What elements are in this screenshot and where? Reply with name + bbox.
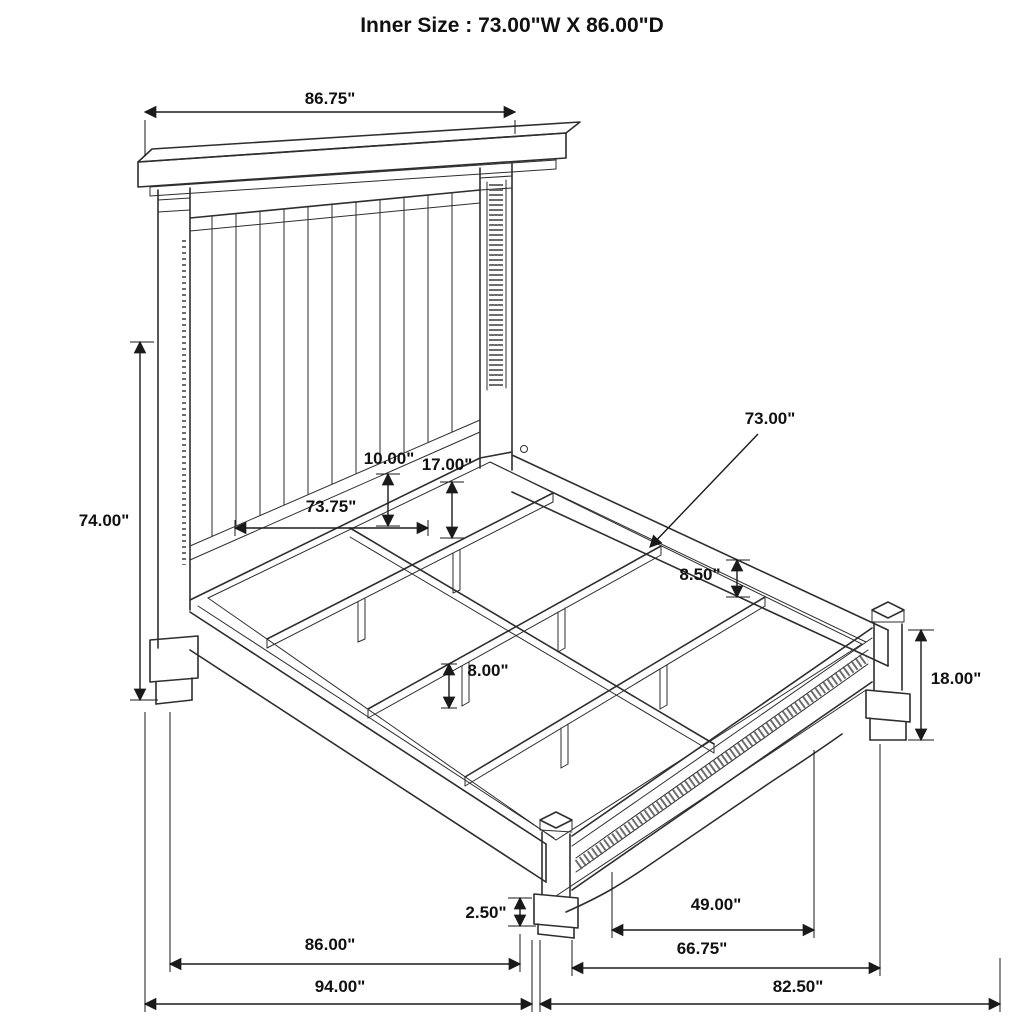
bead-band-icon <box>574 652 870 870</box>
side-rail-right <box>489 454 889 667</box>
dimension-overall-width: 82.50" <box>538 940 1002 1012</box>
page-title: Inner Size : 73.00"W X 86.00"D <box>360 14 664 37</box>
hardware-hole-icon <box>520 445 528 453</box>
dimension-label: 86.75" <box>305 89 356 108</box>
dimension-slat-leg-height: 8.00" <box>441 661 509 710</box>
dimension-label: 2.50" <box>465 903 506 922</box>
slat-system <box>266 492 766 787</box>
headboard <box>137 121 581 705</box>
dimension-panel-bottom-rail: 10.00" <box>364 449 415 528</box>
dimension-label: 49.00" <box>691 895 742 914</box>
dimension-label: 94.00" <box>315 977 366 996</box>
dimension-label: 17.00" <box>422 455 473 474</box>
dimension-headboard-base-rail: 17.00" <box>422 455 473 540</box>
dimension-label: 82.50" <box>773 977 824 996</box>
slat <box>464 596 766 787</box>
dimension-frame-depth: 86.00" <box>168 712 522 972</box>
dimension-headboard-width: 86.75" <box>143 89 517 156</box>
footboard-right-post <box>865 601 911 741</box>
dimension-label: 8.00" <box>467 661 508 680</box>
slat <box>367 545 662 719</box>
footboard-scallop <box>565 733 843 913</box>
headboard-crown <box>137 121 581 197</box>
dimension-label: 86.00" <box>305 935 356 954</box>
dimension-label: 74.00" <box>79 511 130 530</box>
dimension-label: 10.00" <box>364 449 415 468</box>
dimension-footboard-height: 18.00" <box>908 628 982 742</box>
bead-strip-icon <box>486 179 507 391</box>
dimension-label: 18.00" <box>931 669 982 688</box>
headboard-left-post <box>149 187 199 705</box>
deck-opening <box>207 461 864 841</box>
dimension-headboard-height: 74.00" <box>79 340 158 702</box>
dimension-footboard-inner-width: 49.00" <box>610 750 816 938</box>
center-support-rail <box>349 527 715 754</box>
headboard-right-post <box>479 163 528 471</box>
dimension-label: 73.75" <box>306 497 357 516</box>
dimension-overall-depth: 94.00" <box>143 712 534 1012</box>
side-rail-front <box>189 605 555 883</box>
dimension-panel-width: 73.75" <box>233 497 430 536</box>
footboard <box>533 601 911 939</box>
dimension-slat-length: 73.00" <box>649 409 796 548</box>
dimension-base-trim-height: 2.50" <box>465 896 536 928</box>
dimension-label: 66.75" <box>677 939 728 958</box>
dimension-label: 8.50" <box>679 565 720 584</box>
dimension-side-rail-height: 8.50" <box>679 558 750 599</box>
dimension-footboard-outer-width: 66.75" <box>570 744 882 976</box>
footboard-rail <box>555 627 873 913</box>
footboard-left-post <box>533 811 579 939</box>
slat <box>266 492 554 649</box>
dimension-label: 73.00" <box>745 409 796 428</box>
